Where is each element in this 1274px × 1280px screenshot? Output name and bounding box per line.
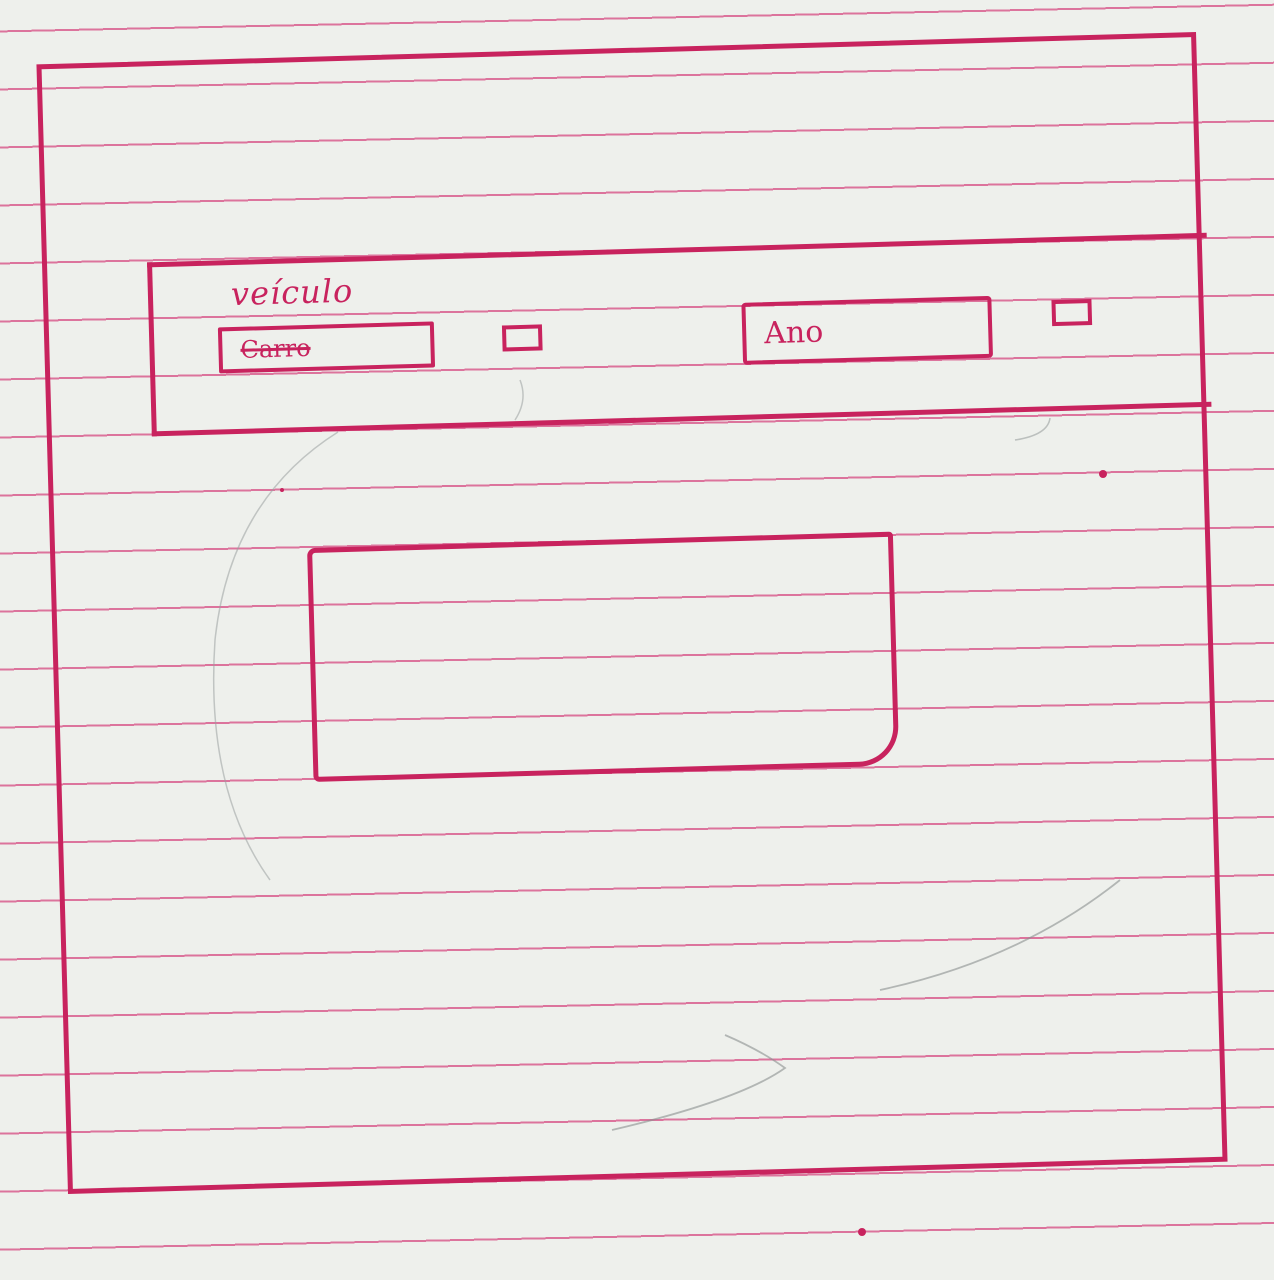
vehicle-group-label: veículo (230, 271, 354, 314)
year-input[interactable]: Ano (741, 295, 994, 365)
car-checkbox[interactable] (501, 324, 543, 352)
content-area (307, 531, 900, 782)
year-input-value: Ano (763, 314, 824, 351)
car-input-value: Carro (240, 333, 311, 364)
app-window: veículo Carro Ano (36, 32, 1228, 1194)
vehicle-group-panel: veículo Carro Ano (147, 232, 1212, 437)
year-checkbox[interactable] (1051, 299, 1093, 327)
car-input[interactable]: Carro (217, 321, 436, 374)
